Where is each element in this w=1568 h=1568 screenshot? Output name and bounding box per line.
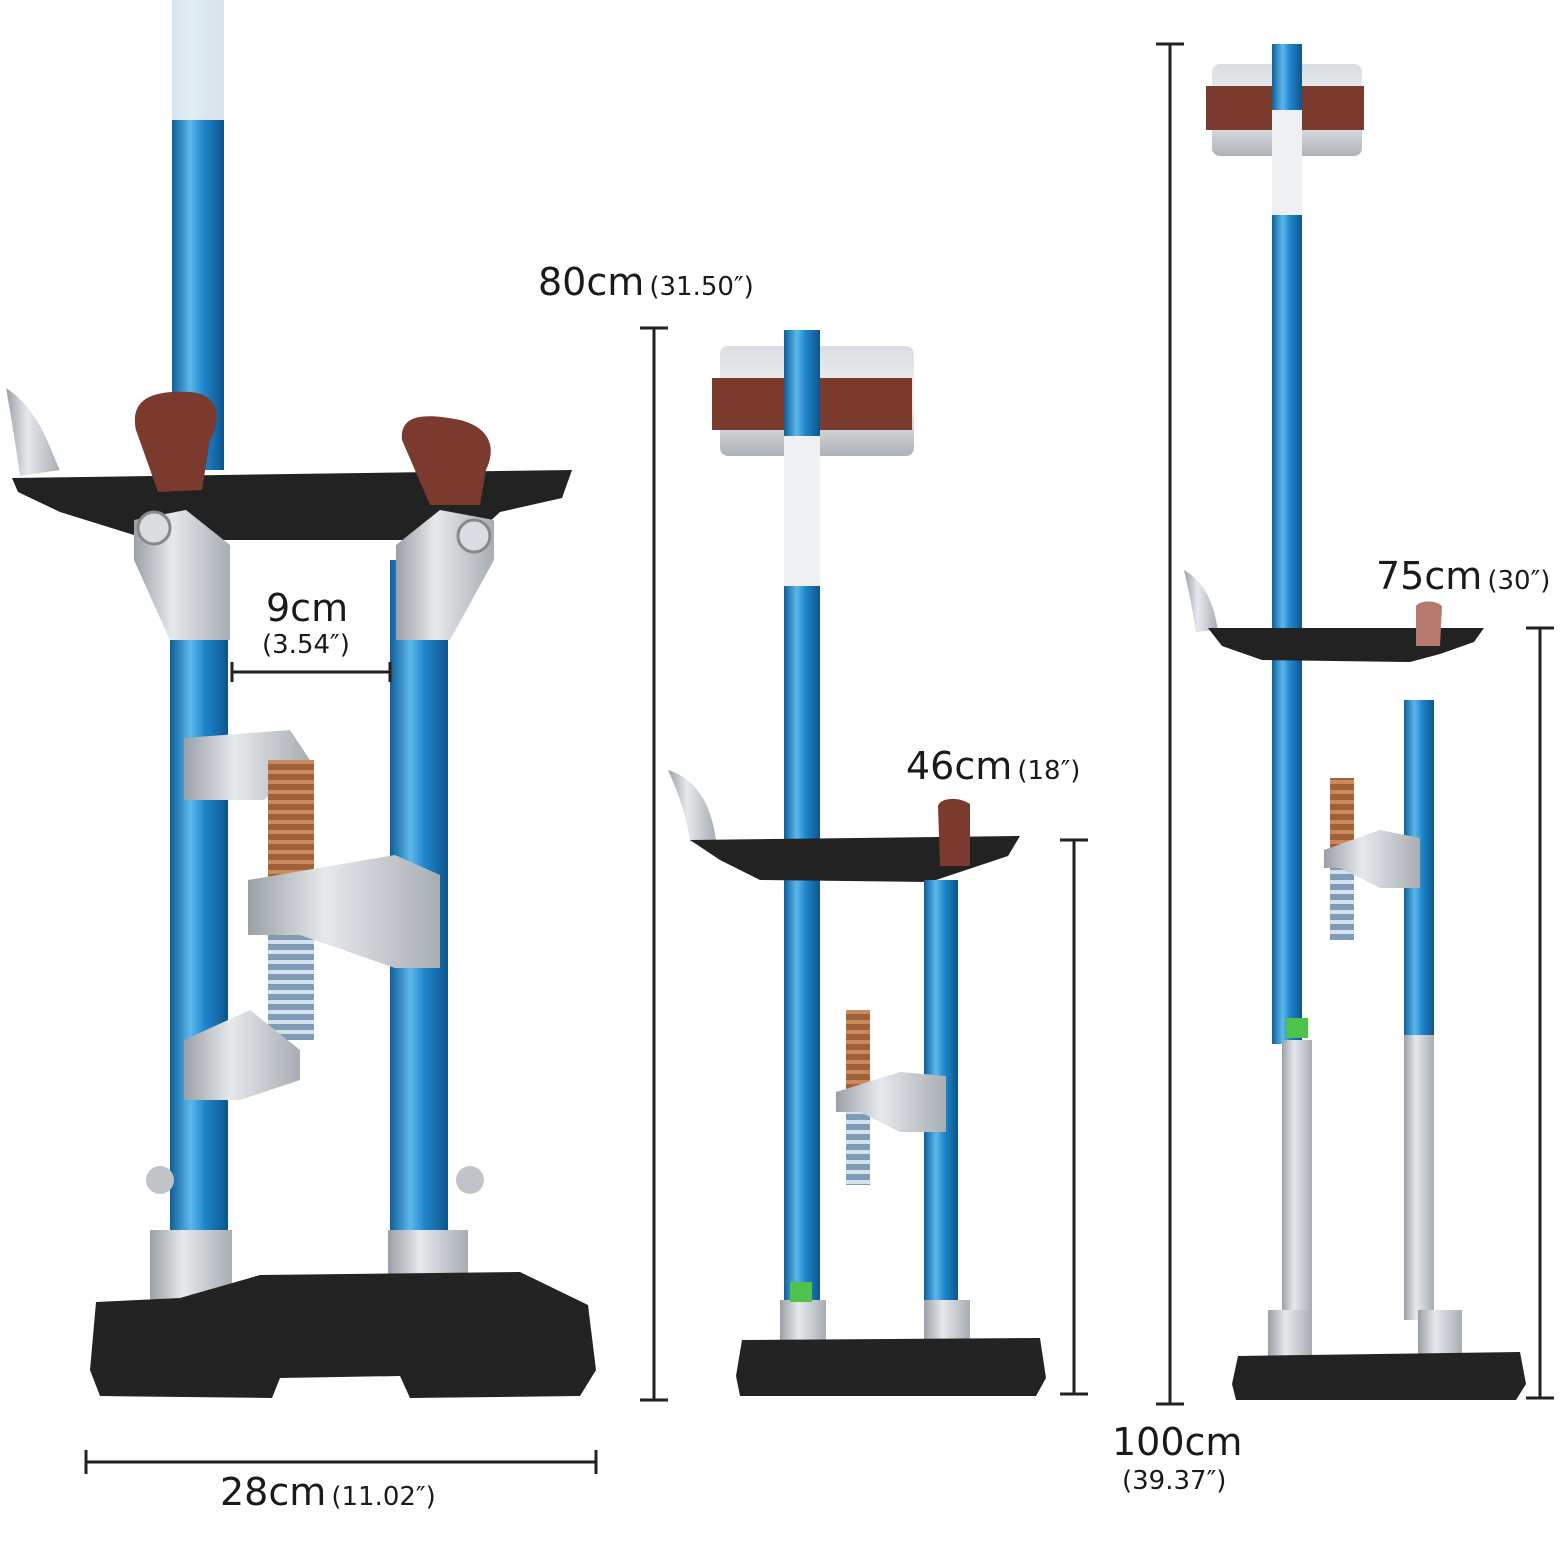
spacing-label-main-wrap: 9cm <box>266 586 348 630</box>
spacing-label-sub: (3.54″) <box>262 630 350 660</box>
height-max-dimension-line <box>1156 42 1184 1406</box>
center-bracket <box>836 1072 946 1132</box>
leg-left <box>170 560 228 1240</box>
foot-base <box>1232 1352 1526 1400</box>
leg-extension-right <box>1404 1035 1434 1320</box>
heel-guard <box>1184 570 1218 632</box>
spring-steel <box>1330 860 1354 940</box>
foot-platform <box>1208 628 1484 662</box>
stilt-minimum-height <box>668 330 1046 1396</box>
strap-right <box>938 798 970 866</box>
strap-right <box>1416 601 1442 646</box>
height-min-label: 80cm (31.50″) <box>538 260 754 304</box>
platform-max-label-main: 75cm <box>1376 554 1483 598</box>
spring-steel <box>846 1110 870 1185</box>
width-dimension-line <box>84 1450 598 1474</box>
height-max-label-sub: (39.37″) <box>1122 1466 1227 1496</box>
foot-base <box>90 1272 596 1398</box>
heel-guard <box>6 388 60 476</box>
spring-copper <box>268 760 314 880</box>
stilt-large-closeup <box>6 0 596 1398</box>
platform-max-label: 75cm (30″) <box>1376 554 1550 598</box>
spring-copper <box>1330 778 1354 848</box>
foot-platform <box>690 836 1020 882</box>
platform-min-label-sub: (18″) <box>1017 756 1081 786</box>
leg-extension-left <box>1282 1040 1312 1320</box>
height-max-label-main: 100cm <box>1112 1420 1243 1464</box>
height-max-label-sub-wrap: (39.37″) <box>1122 1466 1226 1496</box>
platform-max-dimension-line <box>1526 626 1554 1400</box>
dimension-lines <box>84 42 1554 1474</box>
platform-min-label: 46cm (18″) <box>906 744 1080 788</box>
spring-steel <box>268 920 314 1040</box>
platform-min-label-main: 46cm <box>906 744 1013 788</box>
platform-min-dimension-line <box>1060 838 1088 1396</box>
stilt-maximum-height <box>1184 44 1526 1400</box>
width-label-sub: (11.02″) <box>331 1482 436 1512</box>
strap-right <box>401 416 491 505</box>
width-label-main: 28cm <box>220 1470 327 1514</box>
height-min-label-sub: (31.50″) <box>649 272 754 302</box>
spacing-label-main: 9cm <box>266 586 349 630</box>
height-max-label-main-wrap: 100cm <box>1112 1420 1242 1464</box>
height-min-dimension-line <box>640 326 668 1402</box>
spacing-label-sub-wrap: (3.54″) <box>262 630 350 660</box>
platform-max-label-sub: (30″) <box>1487 566 1551 596</box>
width-label: 28cm (11.02″) <box>220 1470 436 1514</box>
foot-base <box>736 1338 1046 1396</box>
height-min-label-main: 80cm <box>538 260 645 304</box>
spring-copper <box>846 1010 870 1090</box>
spacing-dimension-line <box>230 662 392 682</box>
strap-left <box>134 391 217 492</box>
center-bracket <box>1324 830 1420 888</box>
center-bracket <box>248 855 440 968</box>
heel-guard <box>668 770 716 842</box>
